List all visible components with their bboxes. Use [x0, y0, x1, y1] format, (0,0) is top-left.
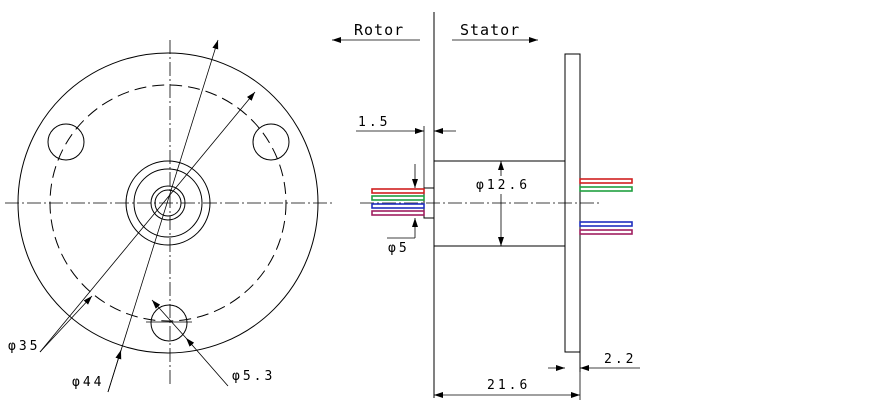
phi44-leader [107, 39, 219, 393]
front-view [5, 39, 333, 393]
dim-phi35-label: φ35 [8, 339, 40, 354]
stator-wire-2 [579, 186, 633, 192]
rotor-wire-1 [371, 188, 425, 194]
phi53-leader [185, 337, 229, 387]
rotor-body [433, 160, 566, 247]
dim-phi126-label: φ12.6 [476, 178, 530, 193]
phi35-leader [39, 91, 256, 353]
dim-15-label: 1.5 [358, 115, 390, 130]
mounting-hole-bottom [150, 304, 188, 342]
stator-wire-3 [579, 221, 633, 227]
dim-216-label: 21.6 [487, 378, 530, 393]
side-view [332, 12, 640, 400]
stator-wires [579, 178, 633, 235]
stator-label: Stator [460, 21, 520, 39]
dim-phi53-label: φ5.3 [232, 369, 275, 384]
phi44-leader-start [107, 349, 122, 393]
dim-phi44-label: φ44 [72, 375, 104, 390]
rotor-wire-4 [371, 210, 425, 216]
mounting-hole-right [252, 123, 290, 161]
rotor-wires [371, 188, 425, 216]
rotor-wire-2 [371, 195, 425, 201]
mounting-hole-left [47, 123, 85, 161]
rotor-label: Rotor [354, 21, 404, 39]
phi35-leader-start [39, 295, 93, 353]
stator-wire-4 [579, 229, 633, 235]
hub-mid-circle [133, 168, 203, 238]
phi53-leader-2 [151, 299, 187, 339]
rotor-wire-3 [371, 203, 425, 209]
dim-22-label: 2.2 [604, 352, 636, 367]
dim-phi5-label: φ5 [388, 241, 410, 256]
stator-wire-1 [579, 178, 633, 184]
